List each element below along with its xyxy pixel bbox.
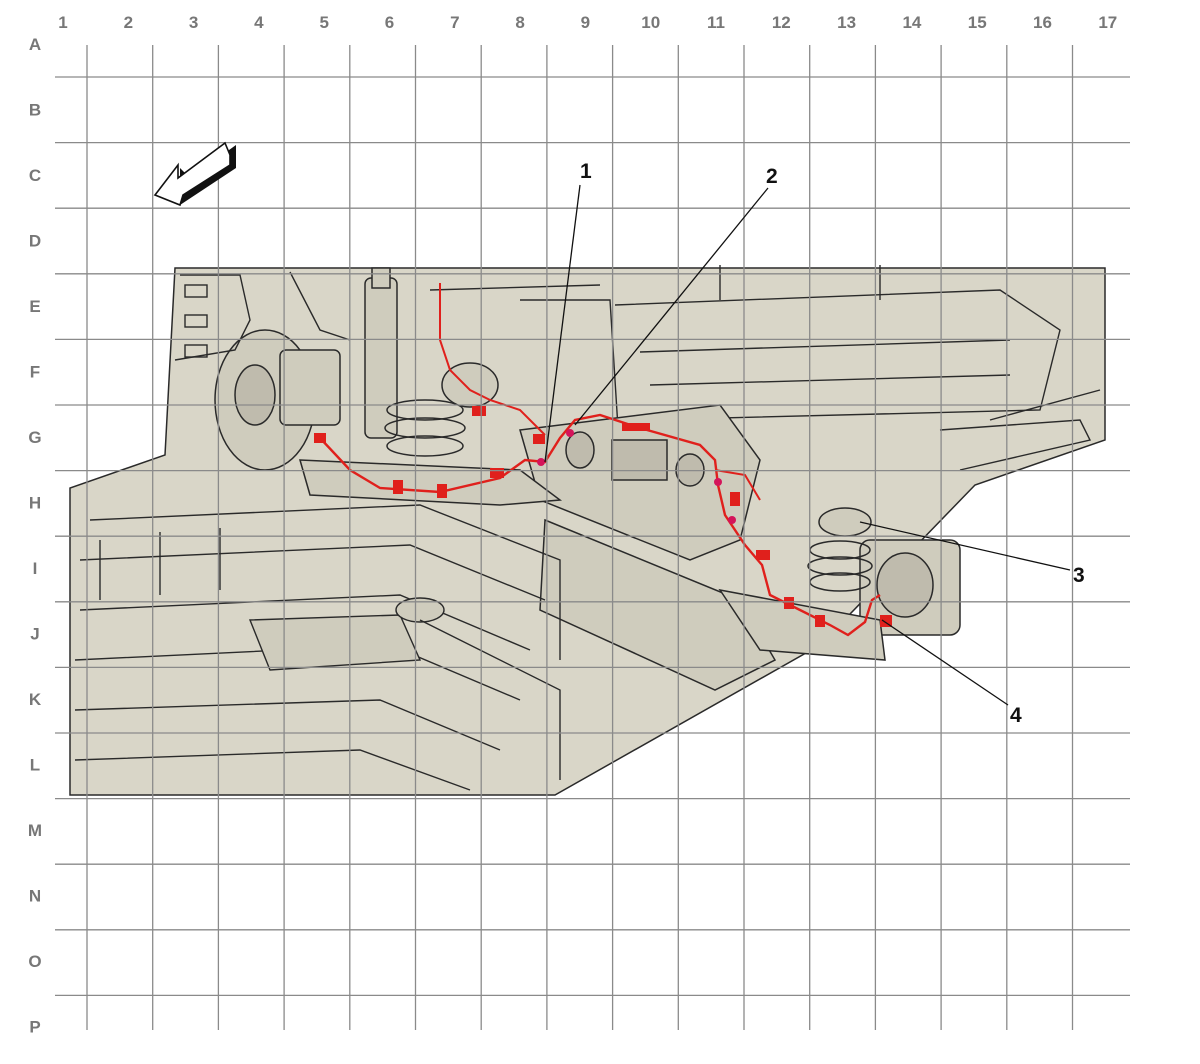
right-wheel-hub [818, 507, 961, 636]
grid-column-label: 16 [1033, 13, 1052, 32]
grid-row-label: G [28, 428, 41, 447]
harness-route [319, 413, 881, 637]
grid-column-label: 17 [1098, 13, 1117, 32]
illustration-background [69, 267, 1106, 796]
grid-row-label: C [29, 166, 41, 185]
grid-row-label: M [28, 821, 42, 840]
left-wheel-hub [214, 329, 341, 471]
callout-1-leader [544, 184, 581, 463]
grid-row-label: H [29, 494, 41, 513]
grid-row-label: F [30, 363, 40, 382]
callout-2-leader [574, 187, 769, 426]
grid-row-label: L [30, 756, 40, 775]
grid-row-label: I [33, 559, 38, 578]
callout-1-label: 1 [580, 160, 592, 183]
grid-column-label: 10 [641, 13, 660, 32]
grid-row-label: O [28, 952, 41, 971]
direction-arrow-icon [153, 141, 236, 207]
grid-column-label: 4 [254, 13, 264, 32]
grid-row-label: D [29, 232, 41, 251]
vehicle-underbody-illustration [69, 265, 1106, 796]
grid-column-label: 3 [189, 13, 198, 32]
grid-column-label: 12 [772, 13, 791, 32]
grid-column-label: 9 [581, 13, 590, 32]
callout-2-label: 2 [766, 165, 778, 188]
grid-column-label: 6 [385, 13, 394, 32]
grid-row-label: N [29, 887, 41, 906]
harness-connectors [537, 429, 736, 524]
grid-column-label: 1 [58, 13, 67, 32]
shock-absorber [364, 267, 398, 439]
grid-column-label: 8 [515, 13, 524, 32]
grid-column-label: 5 [319, 13, 328, 32]
grid-column-label: 14 [902, 13, 921, 32]
grid-row-label: B [29, 101, 41, 120]
grid-row-label: A [29, 35, 41, 54]
grid-row-label: E [29, 297, 40, 316]
harness-branch-right [714, 469, 761, 501]
grid-column-label: 15 [968, 13, 987, 32]
grid-lines [55, 45, 1130, 1030]
callout-3-label: 3 [1073, 564, 1085, 587]
grid-column-label: 13 [837, 13, 856, 32]
callout-3-leader [859, 521, 1071, 571]
grid-row-label: J [30, 625, 39, 644]
battery-floor [74, 504, 561, 791]
grid-column-label: 7 [450, 13, 459, 32]
row-labels: A B C D E F G H I J K L M N O P [28, 35, 42, 1037]
callouts: 1 2 3 4 [544, 160, 1085, 727]
callout-4-leader [881, 619, 1009, 706]
left-side-panel [174, 271, 351, 361]
grid-row-label: K [29, 690, 42, 709]
grid-column-label: 11 [707, 13, 725, 32]
callout-4-label: 4 [1010, 704, 1022, 727]
grid-row-label: P [29, 1018, 40, 1037]
grid-column-label: 2 [124, 13, 133, 32]
